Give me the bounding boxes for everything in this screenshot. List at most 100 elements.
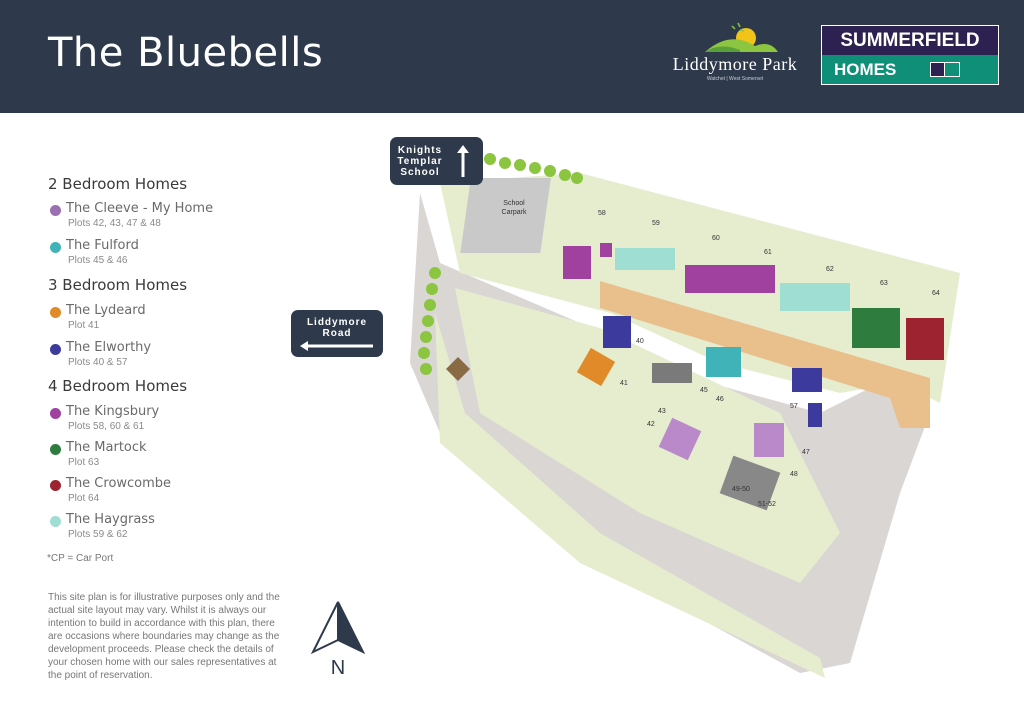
house-cleeve	[658, 417, 702, 461]
tree-icon	[499, 157, 511, 169]
tree-icon	[559, 169, 571, 181]
liddymore-road-callout: Liddymore Road	[291, 310, 383, 357]
house-blocks	[719, 455, 781, 511]
callout-line: Liddymore	[306, 317, 368, 328]
arrow-left-icon	[300, 341, 373, 351]
plot-number: 59	[652, 220, 660, 227]
house-kingsbury	[600, 243, 612, 257]
color-dot-icon	[50, 444, 61, 455]
tree-icon	[426, 283, 438, 295]
car-port-note: *CP = Car Port	[47, 553, 114, 564]
homes-label: HOMES	[822, 55, 998, 84]
logo-square-icon	[944, 62, 960, 77]
legend-item-plots: Plots 40 & 57	[68, 357, 128, 368]
hills-sun-icon	[705, 22, 778, 52]
tree-icon	[418, 347, 430, 359]
plot-number: 47	[802, 449, 810, 456]
liddymore-park-name: Liddymore Park	[672, 54, 798, 74]
plot-number-labels: 58 59 60 61 62 63 64 40 41 42 43 45 46 4…	[598, 210, 940, 508]
legend-item-name: The Cleeve - My Home	[66, 201, 214, 216]
school-carpark-label-2: Carpark	[502, 209, 527, 216]
color-dot-icon	[50, 307, 61, 318]
tree-icon	[420, 363, 432, 375]
gazebo-icon	[446, 357, 470, 381]
house-martock	[852, 308, 900, 348]
color-dot-icon	[50, 516, 61, 527]
field-south	[455, 288, 840, 583]
summerfield-label: SUMMERFIELD	[822, 26, 998, 55]
tree-icon	[429, 267, 441, 279]
tree-icon	[424, 299, 436, 311]
color-dot-icon	[50, 344, 61, 355]
callout-line: Knights	[397, 145, 443, 156]
school-carpark	[460, 178, 551, 253]
legend-item-plots: Plot 64	[68, 493, 100, 504]
legend-heading-3-bed: 3 Bedroom Homes	[48, 276, 188, 294]
legend-item-name: The Crowcombe	[66, 476, 172, 491]
main-estate-road	[600, 281, 930, 428]
callout-line: School	[400, 167, 440, 178]
field-west	[435, 313, 825, 678]
legend-item-plots: Plots 42, 43, 47 & 48	[68, 218, 161, 229]
legend-item-plots: Plots 45 & 46	[68, 255, 128, 266]
house-kingsbury	[685, 265, 775, 293]
plot-number: 45	[700, 387, 708, 394]
house-cleeve	[754, 423, 784, 457]
plot-number: 61	[764, 249, 772, 256]
tree-icon	[422, 315, 434, 327]
house-haygrass	[615, 248, 675, 270]
house-crowcombe	[906, 318, 944, 360]
plot-number: 48	[790, 471, 798, 478]
legend-item-name: The Elworthy	[66, 340, 152, 355]
house-fulford	[706, 347, 741, 377]
color-dot-icon	[50, 205, 61, 216]
plot-number: 63	[880, 280, 888, 287]
house-haygrass	[780, 283, 850, 311]
house-elworthy	[603, 316, 631, 348]
legend-item-plots: Plots 58, 60 & 61	[68, 421, 145, 432]
plot-number: 46	[716, 396, 724, 403]
legend-item-name: The Fulford	[66, 238, 139, 253]
house-elworthy	[808, 403, 822, 427]
tree-icon	[484, 153, 496, 165]
plot-number: 42	[647, 421, 655, 428]
plot-number: 57	[790, 403, 798, 410]
tree-icon	[571, 172, 583, 184]
legend-item-plots: Plot 63	[68, 457, 100, 468]
callout-line: Templar	[397, 156, 443, 167]
summerfield-homes-logo: SUMMERFIELD HOMES	[821, 25, 999, 85]
plot-number: 40	[636, 338, 644, 345]
north-arrow-icon: N	[310, 601, 366, 679]
color-dot-icon	[50, 480, 61, 491]
tree-icon	[514, 159, 526, 171]
legend-heading-2-bed: 2 Bedroom Homes	[48, 175, 188, 193]
house-lydeard	[576, 347, 616, 387]
north-label: N	[331, 657, 345, 679]
legend-item-name: The Kingsbury	[66, 404, 160, 419]
header-banner: The Bluebells Liddymore Park Watchet | W…	[0, 0, 1024, 113]
legend-item-name: The Martock	[66, 440, 147, 455]
color-dot-icon	[50, 408, 61, 419]
house-garages	[652, 363, 692, 383]
legend-item-name: The Haygrass	[66, 512, 155, 527]
tree-icon	[420, 331, 432, 343]
school-carpark-label-1: School	[503, 200, 525, 207]
liddymore-park-subtitle: Watchet | West Somerset	[706, 76, 764, 82]
legend-item-plots: Plot 41	[68, 320, 100, 331]
legend-item-plots: Plots 59 & 62	[68, 529, 128, 540]
color-dot-icon	[50, 242, 61, 253]
page-title: The Bluebells	[48, 30, 324, 76]
plot-number: 49-50	[732, 486, 750, 493]
house-kingsbury	[563, 246, 591, 279]
site-plan-map: School Carpark 58 59 60 61 62 63 64 40 4…	[410, 153, 960, 678]
plot-number: 60	[712, 235, 720, 242]
plot-number: 58	[598, 210, 606, 217]
tree-icon	[544, 165, 556, 177]
legend-item-name: The Lydeard	[66, 303, 146, 318]
plot-number: 64	[932, 290, 940, 297]
callout-line: Road	[322, 328, 352, 339]
plot-number: 43	[658, 408, 666, 415]
plot-number: 62	[826, 266, 834, 273]
tree-icon	[529, 162, 541, 174]
plot-number: 51-52	[758, 501, 776, 508]
